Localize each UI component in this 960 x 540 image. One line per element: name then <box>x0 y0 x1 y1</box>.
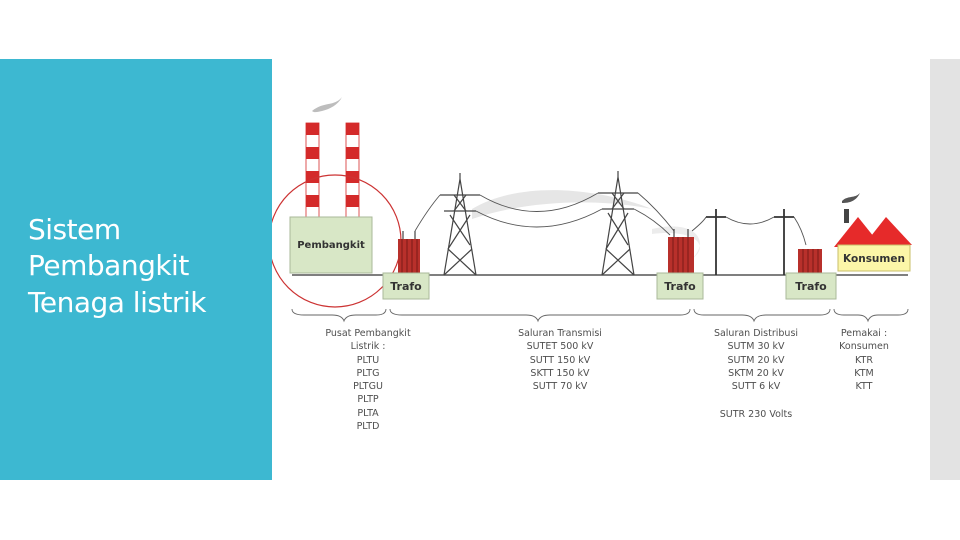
power-system-diagram: Pembangkit Trafo <box>272 59 930 480</box>
transmission-line-1: Saluran Transmisi <box>518 328 602 339</box>
generation-line-1: Pusat Pembangkit <box>325 328 411 339</box>
consumers-line-3: KTR <box>855 355 873 366</box>
consumers-line-1: Pemakai : <box>841 328 887 339</box>
transmission-tower-1-icon <box>440 173 480 276</box>
generation-line-7: PLTA <box>357 408 379 419</box>
distribution-line-1: Saluran Distribusi <box>714 328 798 339</box>
house-chimney-icon <box>842 193 860 223</box>
transmission-wires <box>414 192 675 236</box>
distribution-line-5: SUTT 6 kV <box>732 381 781 392</box>
transmission-line-3: SUTT 150 kV <box>530 355 591 366</box>
title-line-3: Tenaga listrik <box>28 285 206 319</box>
distribution-line-2: SUTM 30 kV <box>727 341 785 352</box>
chimney-left-icon <box>305 122 320 224</box>
slide-title: Sistem Pembangkit Tenaga listrik <box>28 212 268 321</box>
trafo-1-box <box>382 272 430 300</box>
transformer-1-icon <box>398 231 420 275</box>
transmission-group: Saluran Transmisi SUTET 500 kV SUTT 150 … <box>518 328 602 392</box>
generation-line-4: PLTG <box>357 368 380 379</box>
house-roof-2-icon <box>864 217 912 245</box>
distribution-pole-2-icon <box>774 209 794 275</box>
transmission-line-2: SUTET 500 kV <box>527 341 594 352</box>
trafo-3-box <box>785 272 837 300</box>
distribution-line-3: SUTM 20 kV <box>727 355 785 366</box>
consumers-group: Pemakai : Konsumen KTR KTM KTT <box>839 328 889 392</box>
trafo-1-label: Trafo <box>390 280 422 293</box>
generation-line-5: PLTGU <box>353 381 383 392</box>
distribution-pole-1-icon <box>706 209 726 275</box>
title-line-1: Sistem <box>28 213 121 246</box>
trafo-2-label: Trafo <box>664 280 696 293</box>
watermark-swoosh <box>472 190 652 219</box>
distribution-wires <box>691 216 807 246</box>
transmission-line-5: SUTT 70 kV <box>533 381 588 392</box>
smoke-plume-icon <box>312 97 342 113</box>
generation-line-2: Listrik : <box>351 341 386 352</box>
title-panel <box>0 59 272 480</box>
power-plant-label: Pembangkit <box>297 240 365 251</box>
title-line-2: Pembangkit <box>28 249 189 283</box>
consumer-label: Konsumen <box>843 253 905 265</box>
consumers-line-5: KTT <box>856 381 873 392</box>
right-edge-strip <box>930 59 960 480</box>
transmission-line-4: SKTT 150 kV <box>530 368 590 379</box>
transformer-3-icon <box>798 249 822 275</box>
generation-group: Pusat Pembangkit Listrik : PLTU PLTG PLT… <box>325 328 411 432</box>
generation-line-8: PLTD <box>357 421 380 432</box>
section-braces <box>291 308 909 323</box>
consumers-line-4: KTM <box>854 368 874 379</box>
distribution-line-4: SKTM 20 kV <box>728 368 784 379</box>
chimney-right-icon <box>345 122 360 224</box>
power-plant-box <box>289 216 373 274</box>
trafo-3-label: Trafo <box>795 280 827 293</box>
generation-line-3: PLTU <box>357 355 380 366</box>
trafo-2-box <box>656 272 704 300</box>
distribution-extra: SUTR 230 Volts <box>720 409 792 420</box>
transmission-tower-2-icon <box>598 171 638 276</box>
consumers-line-2: Konsumen <box>839 341 889 352</box>
diagram-canvas: Pembangkit Trafo <box>272 97 912 432</box>
distribution-group: Saluran Distribusi SUTM 30 kV SUTM 20 kV… <box>714 328 798 420</box>
generation-line-6: PLTP <box>357 394 379 405</box>
consumer-box <box>837 244 911 272</box>
transformer-2-icon <box>668 229 694 275</box>
